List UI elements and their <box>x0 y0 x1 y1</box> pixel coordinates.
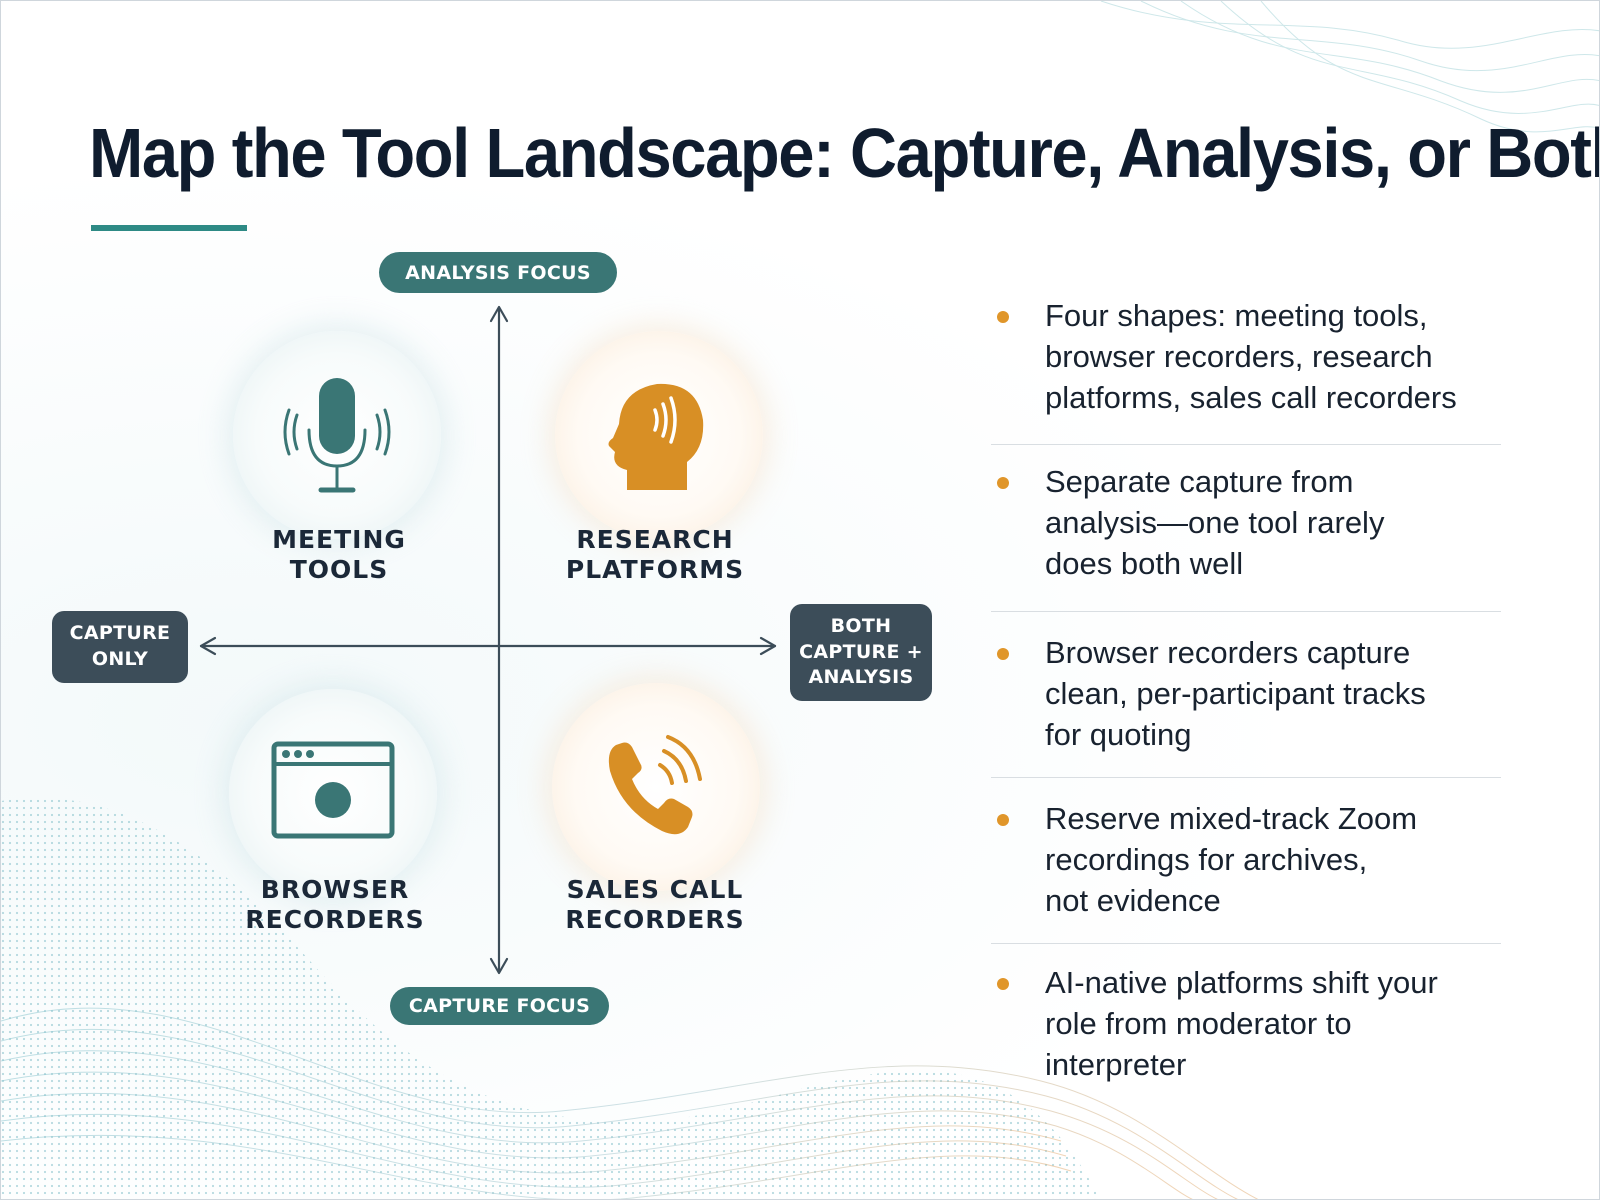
title-underline <box>91 225 247 231</box>
axis-label-both: BOTH CAPTURE + ANALYSIS <box>790 604 932 701</box>
axis-label-capture-only: CAPTURE ONLY <box>52 611 188 683</box>
microphone-icon <box>233 331 441 539</box>
bullet-dot <box>997 477 1009 489</box>
bullet-line: browser recorders, research <box>1045 339 1433 374</box>
bullet-line: role from moderator to <box>1045 1006 1352 1041</box>
bullet-item: Four shapes: meeting tools, browser reco… <box>991 295 1501 445</box>
bullet-item: Separate capture from analysis—one tool … <box>991 445 1501 612</box>
axis-label-line: CAPTURE <box>69 622 171 645</box>
quadrant-label-sales-call-recorders: SALES CALL RECORDERS <box>535 875 775 935</box>
quadrant-label-line: RECORDERS <box>565 905 745 934</box>
bullet-line: interpreter <box>1045 1047 1187 1082</box>
quadrant-label-line: BROWSER <box>260 875 410 904</box>
bullet-line: for quoting <box>1045 717 1192 752</box>
bullet-dot <box>997 311 1009 323</box>
arrow-left <box>199 636 217 656</box>
page-title: Map the Tool Landscape: Capture, Analysi… <box>89 114 1600 192</box>
axis-label-line: ONLY <box>91 648 149 670</box>
head-speaking-icon <box>555 331 763 539</box>
quadrant-label-line: RECORDERS <box>245 905 425 934</box>
arrow-down <box>489 957 509 975</box>
bullet-item: Reserve mixed-track Zoom recordings for … <box>991 778 1501 944</box>
bullet-line: Four shapes: meeting tools, <box>1045 298 1428 333</box>
phone-call-icon <box>552 683 760 891</box>
axis-label-line: ANALYSIS <box>808 666 914 689</box>
axis-label-capture-focus: CAPTURE FOCUS <box>390 987 609 1025</box>
quadrant-label-line: TOOLS <box>289 555 389 584</box>
quadrant-label-line: RESEARCH <box>576 525 734 554</box>
bullet-line: not evidence <box>1045 883 1221 918</box>
bullet-line: analysis—one tool rarely <box>1045 505 1385 540</box>
browser-record-icon <box>229 689 437 897</box>
axis-label-analysis-focus: ANALYSIS FOCUS <box>379 252 617 293</box>
arrow-up <box>489 305 509 323</box>
bullet-line: Separate capture from <box>1045 464 1354 499</box>
arrow-right <box>759 636 777 656</box>
bullet-dot <box>997 814 1009 826</box>
bullet-item: Browser recorders capture clean, per-par… <box>991 612 1501 778</box>
bullet-line: Browser recorders capture <box>1045 635 1411 670</box>
quadrant-label-line: SALES CALL <box>566 875 744 904</box>
bullet-list: Four shapes: meeting tools, browser reco… <box>991 295 1501 1104</box>
bullet-dot <box>997 978 1009 990</box>
bullet-line: platforms, sales call recorders <box>1045 380 1457 415</box>
quadrant-label-research-platforms: RESEARCH PLATFORMS <box>535 525 775 585</box>
bullet-line: clean, per-participant tracks <box>1045 676 1426 711</box>
axis-label-line: BOTH <box>830 615 892 638</box>
quadrant-label-line: PLATFORMS <box>565 555 745 584</box>
bullet-dot <box>997 648 1009 660</box>
quadrant-label-meeting-tools: MEETING TOOLS <box>219 525 459 585</box>
quadrant-label-browser-recorders: BROWSER RECORDERS <box>215 875 455 935</box>
bullet-line: Reserve mixed-track Zoom <box>1045 801 1418 836</box>
bullet-item: AI-native platforms shift your role from… <box>991 944 1501 1104</box>
bullet-line: AI-native platforms shift your <box>1045 965 1438 1000</box>
axis-label-line: CAPTURE + <box>799 640 923 663</box>
quadrant-label-line: MEETING <box>272 525 406 554</box>
bullet-line: does both well <box>1045 546 1244 581</box>
bullet-line: recordings for archives, <box>1045 842 1368 877</box>
